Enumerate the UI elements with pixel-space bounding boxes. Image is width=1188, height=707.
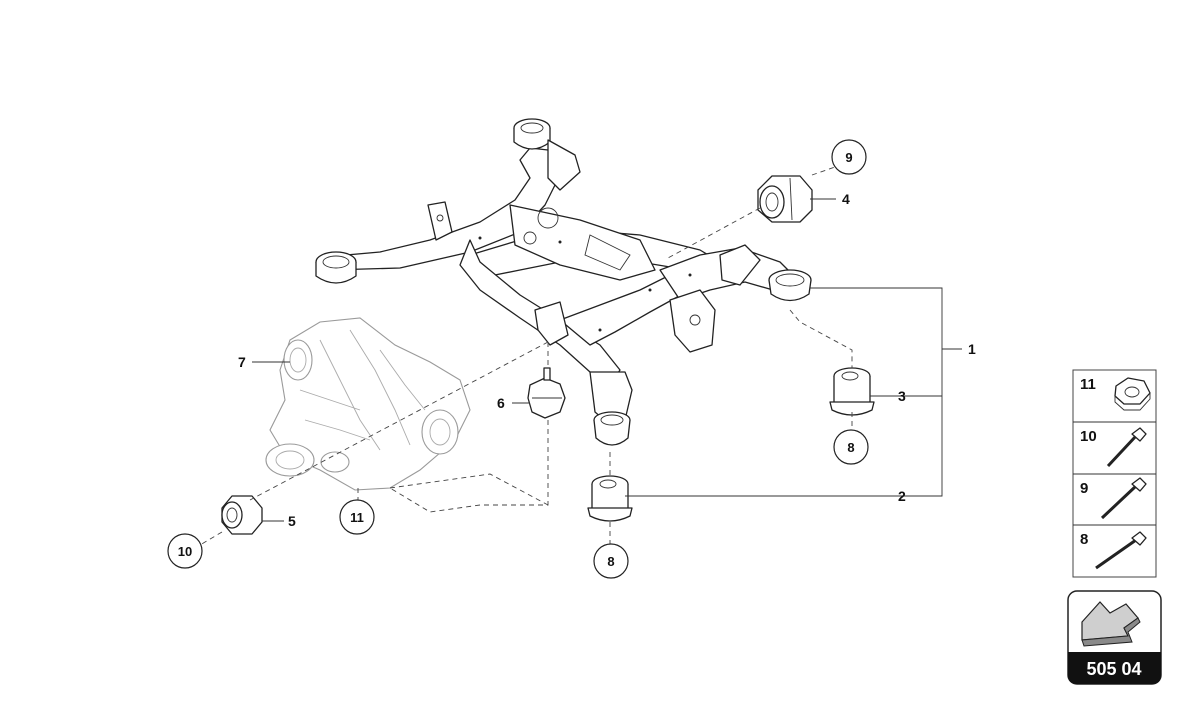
svg-text:10: 10 [178, 544, 192, 559]
bolt-icon [1100, 477, 1147, 520]
bushing-part-5 [221, 495, 263, 535]
callout-2: 2 [898, 488, 906, 504]
reference-number: 505 04 [1086, 659, 1141, 679]
differential-illustration [265, 317, 471, 491]
leader-lines [252, 198, 962, 522]
callout-3: 3 [898, 388, 906, 404]
svg-text:8: 8 [607, 554, 614, 569]
svg-text:11: 11 [350, 510, 364, 525]
callout-7: 7 [238, 354, 246, 370]
bushing-part-4 [757, 175, 813, 223]
mount-part-6 [527, 367, 566, 419]
circled-ref-8-right: 8 [833, 429, 869, 465]
reference-tag: 505 04 [1067, 590, 1162, 685]
bolt-icon [1095, 531, 1147, 570]
panel-label-10: 10 [1080, 428, 1097, 445]
arrow-icon [1081, 601, 1141, 647]
circled-ref-8-bottom: 8 [593, 543, 629, 579]
callout-5: 5 [288, 513, 296, 529]
callout-4: 4 [842, 191, 850, 207]
subframe-illustration [315, 118, 812, 446]
circled-ref-10: 10 [167, 533, 203, 569]
nut-icon [1114, 377, 1151, 411]
mount-part-2 [587, 475, 633, 522]
dashed-alignment-lines [199, 165, 853, 546]
fastener-panel: 11 10 9 8 [1072, 369, 1157, 578]
callout-1: 1 [968, 341, 976, 357]
panel-label-8: 8 [1080, 531, 1088, 548]
circled-ref-11: 11 [339, 499, 375, 535]
circled-ref-9: 9 [831, 139, 867, 175]
svg-text:9: 9 [845, 150, 852, 165]
panel-label-9: 9 [1080, 480, 1088, 497]
svg-text:8: 8 [847, 440, 854, 455]
callout-6: 6 [497, 395, 505, 411]
panel-label-11: 11 [1080, 376, 1096, 393]
bolt-icon [1106, 427, 1147, 468]
mount-part-3 [829, 367, 875, 416]
